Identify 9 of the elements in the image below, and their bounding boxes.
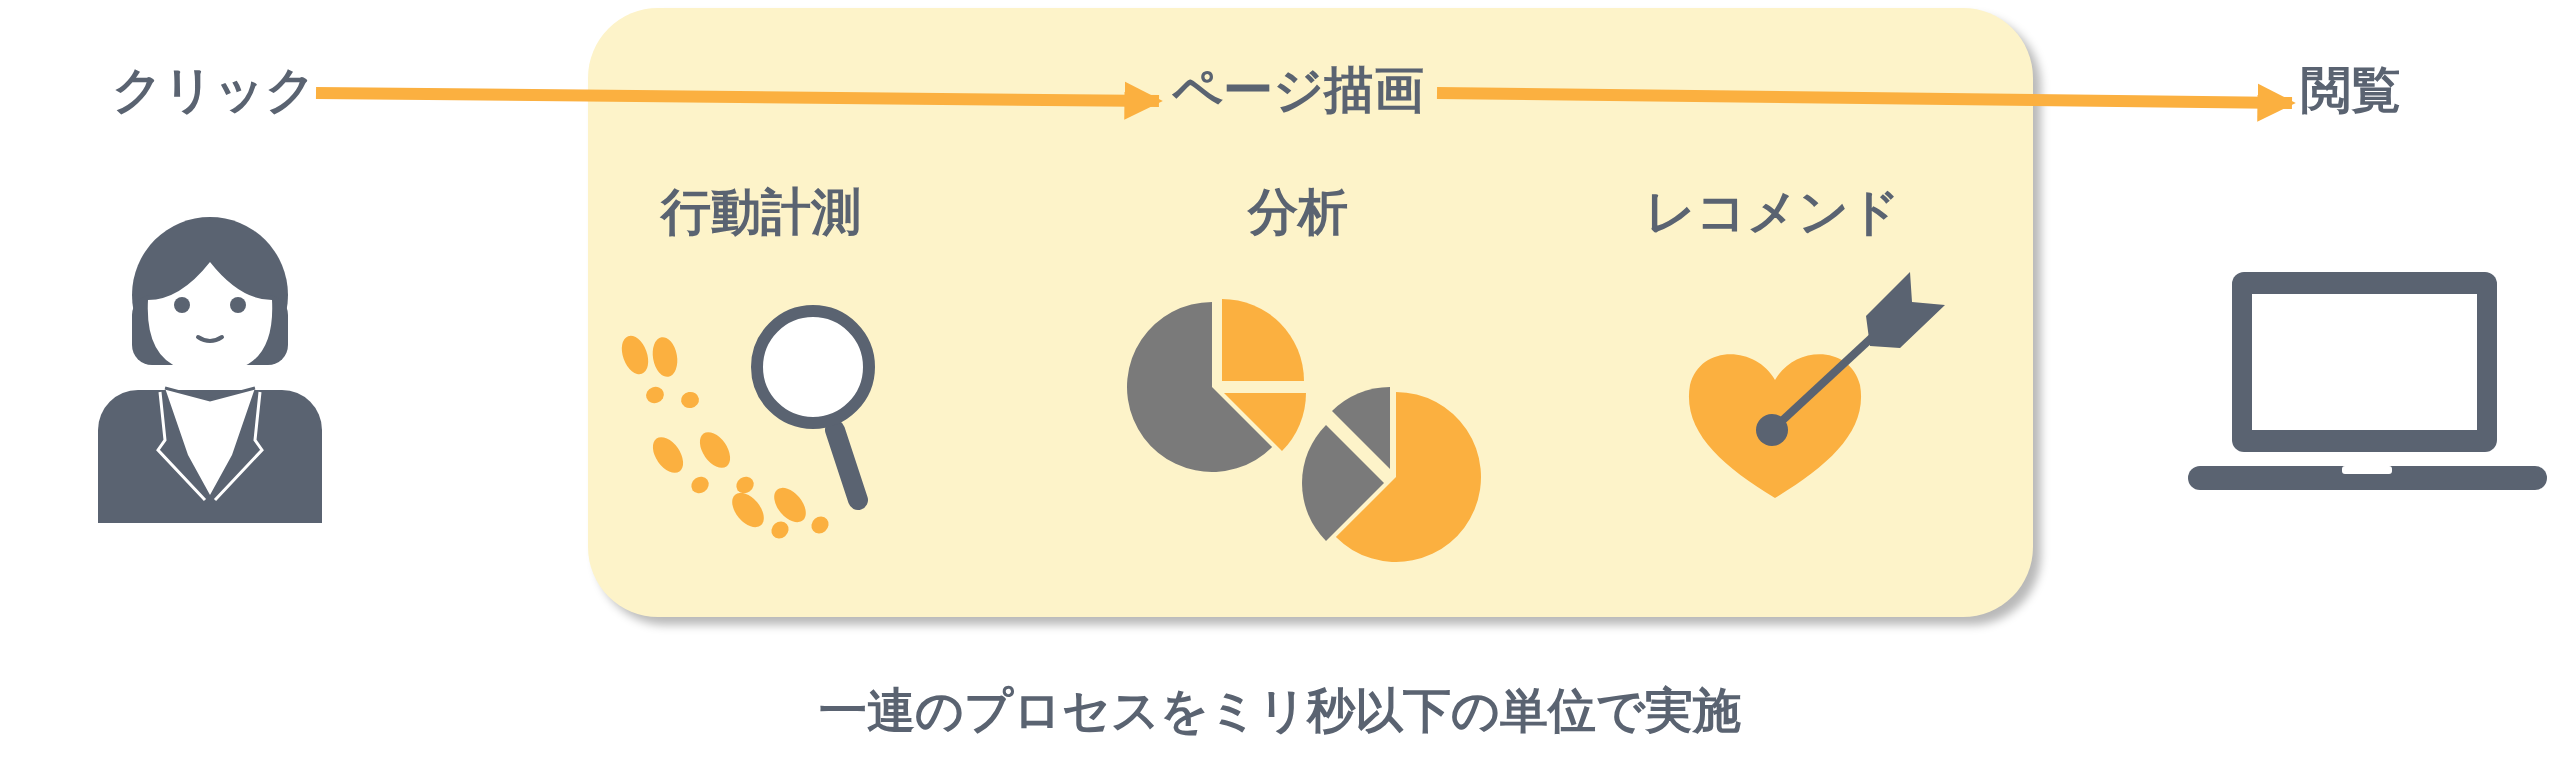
arrow	[1436, 83, 2296, 122]
node-label: ページ描画	[1163, 60, 1433, 120]
arrow	[315, 81, 1163, 120]
node-label: クリック	[112, 60, 312, 120]
node-label: 閲覧	[2296, 60, 2406, 120]
caption: 一連のプロセスをミリ秒以下の単位で実施	[818, 681, 1742, 740]
node-label: レコメンド	[1627, 182, 1917, 242]
node-label: 行動計測	[646, 182, 876, 242]
node-label: 分析	[1238, 182, 1358, 242]
